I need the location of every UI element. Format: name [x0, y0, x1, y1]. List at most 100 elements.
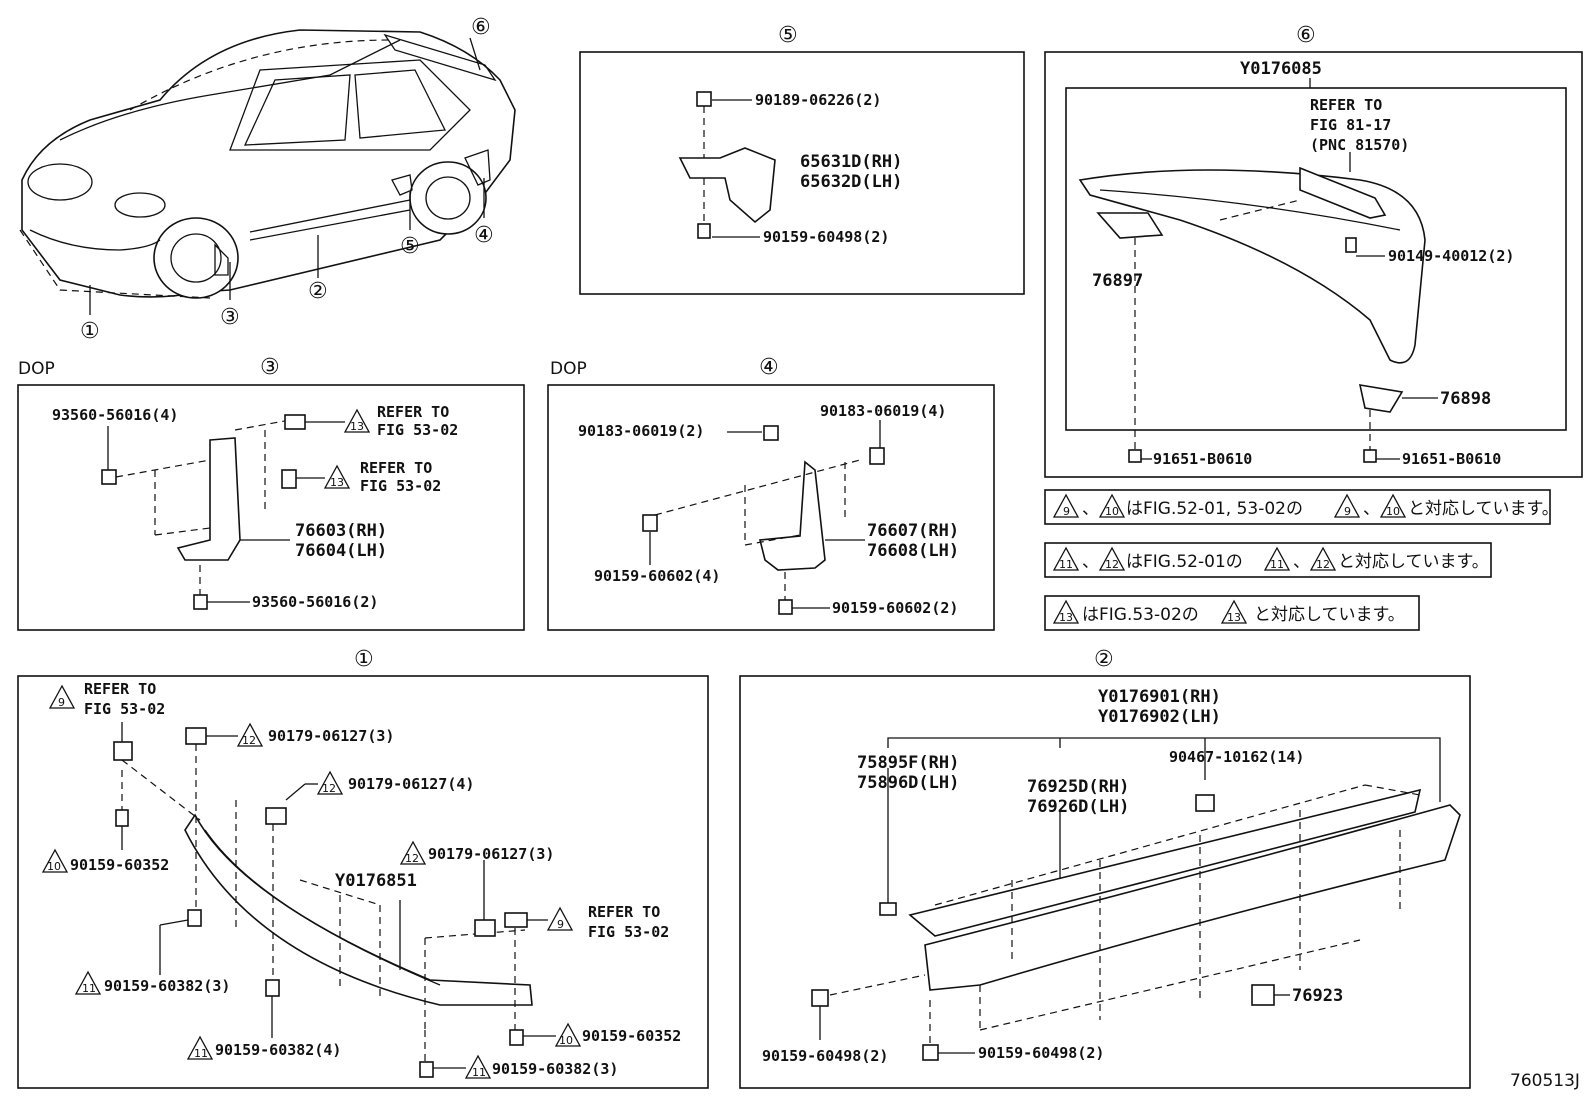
note-1: 11 、 12 はFIG.52-01の 11 、 12 と対応しています。	[1044, 542, 1492, 578]
panel6-frame	[1044, 51, 1583, 478]
svg-text:、: 、	[1293, 552, 1310, 572]
panel6-assembly: Y0176085	[1240, 59, 1322, 79]
panel6-part-2: 76898	[1440, 389, 1491, 409]
panel3-refer-b-0: REFER TO	[360, 459, 432, 477]
panel6-part-3: 91651-B0610	[1153, 450, 1252, 468]
panel2-part-6: 90159-60498(2)	[762, 1047, 888, 1065]
svg-text:12: 12	[242, 734, 256, 747]
panel6-part-1: 90149-40012(2)	[1388, 247, 1514, 265]
note-0-text2: と対応しています。	[1408, 499, 1559, 519]
panel1-part-1: 90179-06127(4)	[348, 775, 474, 793]
panel2-part-0: 75895F(RH)	[857, 753, 959, 773]
panel4-part-1: 90183-06019(4)	[820, 402, 946, 420]
panel1-part-0: 90179-06127(3)	[268, 727, 394, 745]
panel6-spoiler-drawing	[1078, 152, 1426, 463]
panel4-number: ④	[759, 355, 779, 380]
svg-text:11: 11	[82, 982, 96, 995]
panel3-tri-a	[343, 408, 371, 433]
svg-text:10: 10	[559, 1034, 573, 1047]
overview-callout-5: ⑤	[400, 234, 420, 259]
panel5-part-3: 90159-60498(2)	[763, 228, 889, 246]
svg-text:12: 12	[405, 852, 419, 865]
note-1-text2: と対応しています。	[1338, 552, 1489, 572]
svg-text:10: 10	[1105, 505, 1119, 518]
panel3-refer-b-1: FIG 53-02	[360, 477, 441, 495]
svg-text:11: 11	[472, 1066, 486, 1079]
panel6-part-4: 91651-B0610	[1402, 450, 1501, 468]
panel3-part-2: 76604(LH)	[295, 541, 387, 561]
note-2: 13 はFIG.53-02の 13 と対応しています。	[1044, 595, 1420, 631]
panel1-tri-p7	[464, 1054, 492, 1079]
overview-callout-1: ①	[80, 319, 100, 344]
panel5-part-2: 65632D(LH)	[800, 172, 902, 192]
panel2-rocker-drawing	[811, 737, 1461, 1061]
panel1-tri-p4	[74, 970, 102, 995]
panel6-part-0: 76897	[1092, 271, 1143, 291]
panel1-assembly: Y0176851	[335, 871, 417, 891]
svg-text:11: 11	[1270, 558, 1284, 571]
panel3-mudflap-drawing	[101, 414, 306, 610]
panel3-part-1: 76603(RH)	[295, 521, 387, 541]
panel2-part-7: 90159-60498(2)	[978, 1044, 1104, 1062]
panel5-number: ⑤	[778, 23, 798, 48]
panel4-part-0: 90183-06019(2)	[578, 422, 704, 440]
overview-callout-lines	[89, 37, 485, 315]
panel2-part-1: 75896D(LH)	[857, 773, 959, 793]
svg-text:13: 13	[1059, 611, 1073, 624]
panel1-tri9-b	[546, 906, 574, 931]
panel1-frame	[17, 675, 709, 1089]
overview-callout-3: ③	[220, 305, 240, 330]
panel6-number: ⑥	[1296, 23, 1316, 48]
svg-text:、: 、	[1082, 499, 1099, 519]
panel1-part-7: 90159-60382(3)	[492, 1060, 618, 1078]
panel2-number: ②	[1094, 647, 1114, 672]
panel1-tri-p0	[236, 722, 264, 747]
svg-text:9: 9	[1344, 505, 1351, 518]
svg-text:9: 9	[58, 696, 65, 709]
panel4-part-3: 76608(LH)	[867, 541, 959, 561]
svg-text:10: 10	[47, 860, 61, 873]
panel3-number: ③	[260, 355, 280, 380]
panel1-part-4: 90159-60382(3)	[104, 977, 230, 995]
panel6-inner-frame	[1065, 87, 1567, 431]
panel4-part-2: 76607(RH)	[867, 521, 959, 541]
overview-callout-2: ②	[308, 279, 328, 304]
panel1-part-3: 90179-06127(3)	[428, 845, 554, 863]
svg-text:10: 10	[1386, 505, 1400, 518]
drawing-number: 760513J	[1510, 1071, 1580, 1091]
panel3-tri-b	[323, 464, 351, 489]
note-0: 9 、 10 はFIG.52-01, 53-02の 9 、 10 と対応していま…	[1044, 489, 1559, 525]
svg-text:12: 12	[1105, 558, 1119, 571]
panel1-refer-b-0: REFER TO	[588, 903, 660, 921]
panel1-refer-a-1: FIG 53-02	[84, 700, 165, 718]
panel4-part-5: 90159-60602(2)	[832, 599, 958, 617]
note-2-text2: と対応しています。	[1254, 605, 1405, 625]
panel2-assembly-1: Y0176902(LH)	[1098, 707, 1221, 727]
panel4-frame	[547, 384, 995, 631]
svg-text:、: 、	[1363, 499, 1380, 519]
panel2-part-4: 90467-10162(14)	[1169, 748, 1304, 766]
panel3-tri-a-text: 13	[350, 420, 364, 433]
overview-callout-6: ⑥	[471, 15, 491, 40]
panel1-number: ①	[354, 647, 374, 672]
panel5-part-0: 90189-06226(2)	[755, 91, 881, 109]
panel3-tri-b-text: 13	[330, 476, 344, 489]
svg-text:11: 11	[194, 1047, 208, 1060]
panel3-part-3: 93560-56016(2)	[252, 593, 378, 611]
panel5-part-1: 65631D(RH)	[800, 152, 902, 172]
panel3-refer-a-1: FIG 53-02	[377, 421, 458, 439]
panel1-part-2: 90159-60352	[70, 856, 169, 874]
panel4-tag: DOP	[550, 359, 587, 379]
panel6-refer-1: FIG 81-17	[1310, 116, 1391, 134]
panel2-part-2: 76925D(RH)	[1027, 777, 1129, 797]
svg-text:9: 9	[1063, 505, 1070, 518]
overview-callout-4: ④	[474, 223, 494, 248]
panel1-refer-b-1: FIG 53-02	[588, 923, 669, 941]
panel1-tri9-a	[48, 684, 76, 709]
svg-text:13: 13	[1227, 611, 1241, 624]
panel3-frame	[17, 384, 525, 631]
panel1-tri-p6	[554, 1022, 582, 1047]
svg-text:9: 9	[557, 918, 564, 931]
panel6-refer-2: (PNC 81570)	[1310, 136, 1409, 154]
